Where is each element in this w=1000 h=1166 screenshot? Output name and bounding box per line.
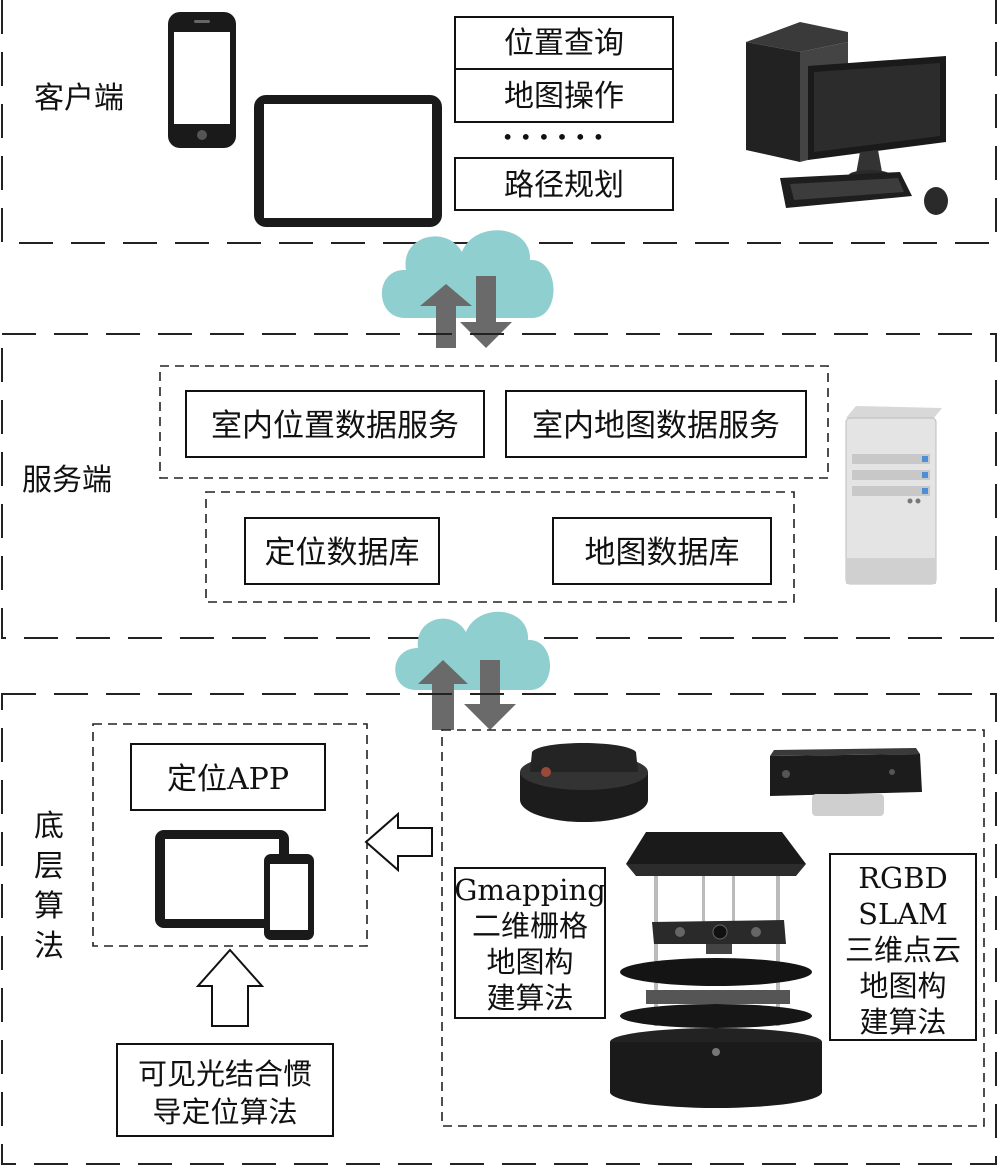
positioning-app-label: 定位APP: [167, 762, 289, 797]
database-location: 定位数据库: [265, 535, 420, 571]
client-function-list: 位置查询 地图操作 • • • • • • 路径规划: [454, 16, 674, 211]
databases-group: [205, 491, 795, 603]
kinect-camera-icon: [770, 748, 922, 816]
rgbd-slam-box: [829, 853, 977, 1041]
slam-robot-group: [441, 729, 985, 1127]
algorithm-label: 底 层 算 法: [34, 809, 64, 964]
function-ellipsis: • • • • • •: [502, 125, 605, 149]
vlc-inertial-line-2: 导定位算法: [152, 1095, 297, 1129]
positioning-app-group: [92, 723, 368, 947]
service-box-map: [505, 390, 807, 458]
function-box-map-operation: [454, 68, 674, 123]
algorithm-label-line: 法: [34, 929, 64, 964]
cloud-link-client-server: [381, 230, 554, 348]
vlc-inertial-line-1: 可见光结合惯: [138, 1057, 312, 1091]
vlc-inertial-box: [116, 1043, 334, 1137]
server-section-border: [1, 333, 997, 639]
rgbd-line-2: SLAM: [858, 897, 948, 931]
client-section: 客户端 位置查询 地图操作 • • • • • • 路径规划: [1, 0, 997, 244]
up-arrow-icon: [420, 284, 472, 348]
rgbd-line-4: 地图构: [859, 969, 946, 1003]
gmapping-line-2: 二维栅格: [472, 909, 588, 943]
gmapping-line-4: 建算法: [486, 981, 573, 1015]
positioning-app-box: [130, 743, 326, 811]
gmapping-line-1: Gmapping: [454, 873, 606, 907]
desktop-computer-icon: [746, 22, 948, 215]
smartphone-icon: [168, 12, 236, 148]
data-services-group: [159, 365, 829, 479]
service-box-location: [185, 390, 485, 458]
cloud-icon-2: [395, 611, 551, 690]
database-box-map: [552, 517, 772, 585]
rgbd-line-5: 建算法: [859, 1005, 946, 1039]
function-path-planning: 路径规划: [504, 168, 624, 203]
algorithm-label-line: 算: [34, 889, 64, 924]
up-hollow-arrow-icon: [195, 948, 265, 1027]
database-box-location: [244, 517, 440, 585]
server-section: 服务端 室内位置数据服务 室内地图数据服务 定位数据库 地图数据库: [1, 333, 997, 639]
gmapping-line-3: 地图构: [486, 945, 573, 979]
algorithm-label-line: 底: [34, 809, 64, 844]
service-indoor-map-data: 室内地图数据服务: [532, 408, 780, 444]
function-box-path-planning: [454, 157, 674, 211]
cloud-icon: [381, 230, 554, 318]
gmapping-box: [454, 867, 606, 1019]
server-label: 服务端: [22, 463, 112, 498]
algorithm-label-line: 层: [34, 849, 64, 884]
lidar-sensor-icon: [520, 743, 648, 822]
cloud-link-server-bottom: [395, 611, 551, 730]
server-tower-icon: [845, 406, 942, 585]
down-arrow-icon: [460, 276, 512, 348]
function-location-query: 位置查询: [504, 26, 624, 61]
rgbd-line-3: 三维点云: [845, 933, 961, 967]
database-map: 地图数据库: [585, 535, 740, 571]
mobile-robot-icon: [610, 832, 822, 1108]
tablet-icon: [254, 95, 442, 227]
service-indoor-location-data: 室内位置数据服务: [211, 408, 459, 444]
algorithm-section-border: [1, 693, 997, 1165]
client-label: 客户端: [34, 81, 124, 116]
function-map-operation: 地图操作: [504, 79, 624, 114]
algorithm-section: 底 层 算 法 定位APP 可见光结合惯 导定位算法: [1, 693, 997, 1165]
left-hollow-arrow-icon: [364, 811, 433, 873]
function-box-location-query: [454, 16, 674, 70]
rgbd-line-1: RGBD: [858, 861, 948, 895]
tablet-phone-icon: [155, 830, 314, 940]
